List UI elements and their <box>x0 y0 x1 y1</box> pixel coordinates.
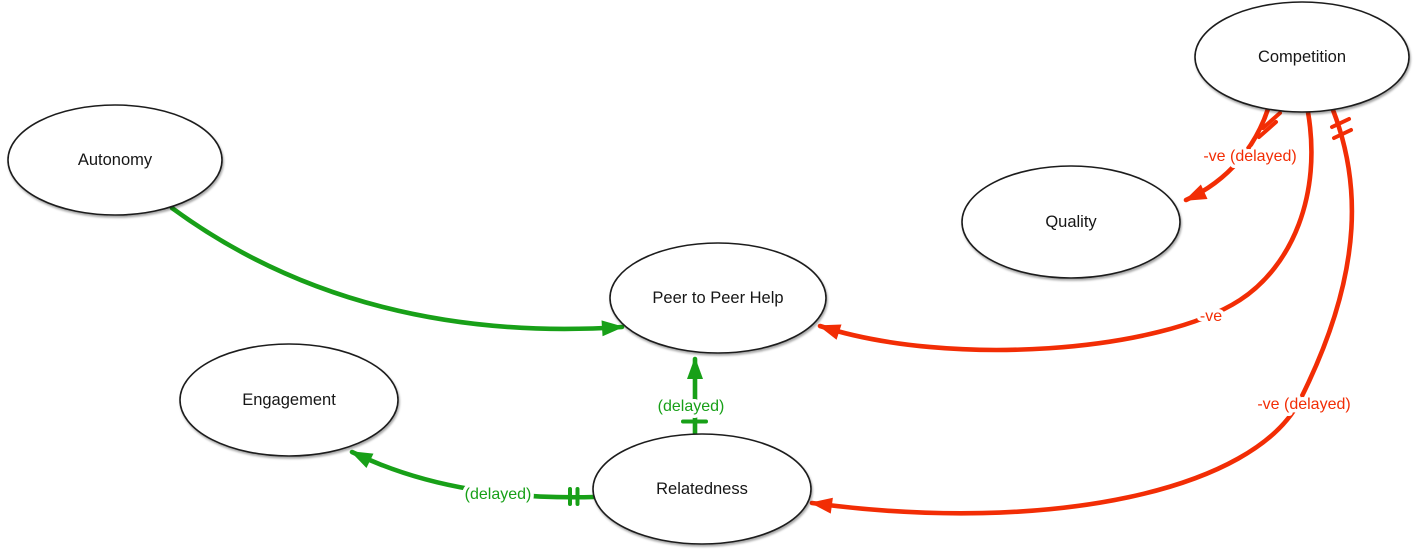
quality-label: Quality <box>1045 213 1097 231</box>
edge-competition-to-peer-help[interactable]: -ve <box>817 109 1314 353</box>
node-autonomy[interactable]: Autonomy <box>7 104 223 216</box>
delay-marks-relatedness-engagement <box>568 487 580 506</box>
node-quality[interactable]: Quality <box>961 165 1181 279</box>
edge-competition-to-relatedness-path <box>809 107 1355 516</box>
delay-marks-competition-quality <box>1257 111 1282 139</box>
competition-ellipse <box>1194 1 1410 113</box>
autonomy-ellipse <box>7 104 223 216</box>
peer-to-peer-help-label: Peer to Peer Help <box>652 289 783 307</box>
edge-relatedness-to-peer-help[interactable]: (delayed) <box>654 356 728 436</box>
relatedness-ellipse <box>592 433 812 545</box>
quality-ellipse <box>961 165 1181 279</box>
edge-relatedness-to-engagement-label: (delayed) <box>465 486 532 503</box>
engagement-ellipse <box>179 343 399 457</box>
edge-autonomy-to-peer-help[interactable] <box>169 205 625 337</box>
edge-relatedness-to-engagement-path <box>349 449 597 500</box>
node-relatedness[interactable]: Relatedness <box>592 433 812 545</box>
edge-competition-to-peer-help-path <box>817 109 1314 353</box>
edge-competition-to-peer-help-label: -ve <box>1200 308 1222 325</box>
node-engagement[interactable]: Engagement <box>179 343 399 457</box>
delay-marks-competition-relatedness <box>1330 117 1353 140</box>
peer-to-peer-help-ellipse <box>609 242 827 354</box>
edge-competition-to-relatedness-label: -ve (delayed) <box>1257 396 1350 413</box>
node-peer-to-peer-help[interactable]: Peer to Peer Help <box>609 242 827 354</box>
edge-competition-to-quality-label: -ve (delayed) <box>1203 148 1296 165</box>
edge-relatedness-to-peer-help-label: (delayed) <box>658 398 725 415</box>
relatedness-label: Relatedness <box>656 480 748 498</box>
competition-label: Competition <box>1258 48 1346 66</box>
edge-competition-to-quality-path <box>1183 106 1271 203</box>
edge-competition-to-quality[interactable]: -ve (delayed) <box>1183 106 1300 203</box>
edge-relatedness-to-engagement[interactable]: (delayed) <box>349 449 597 507</box>
autonomy-label: Autonomy <box>78 151 153 169</box>
edge-autonomy-to-peer-help-path <box>169 205 625 337</box>
node-competition[interactable]: Competition <box>1194 1 1410 113</box>
engagement-label: Engagement <box>242 391 336 409</box>
edge-competition-to-relatedness[interactable]: -ve (delayed) <box>809 107 1355 516</box>
